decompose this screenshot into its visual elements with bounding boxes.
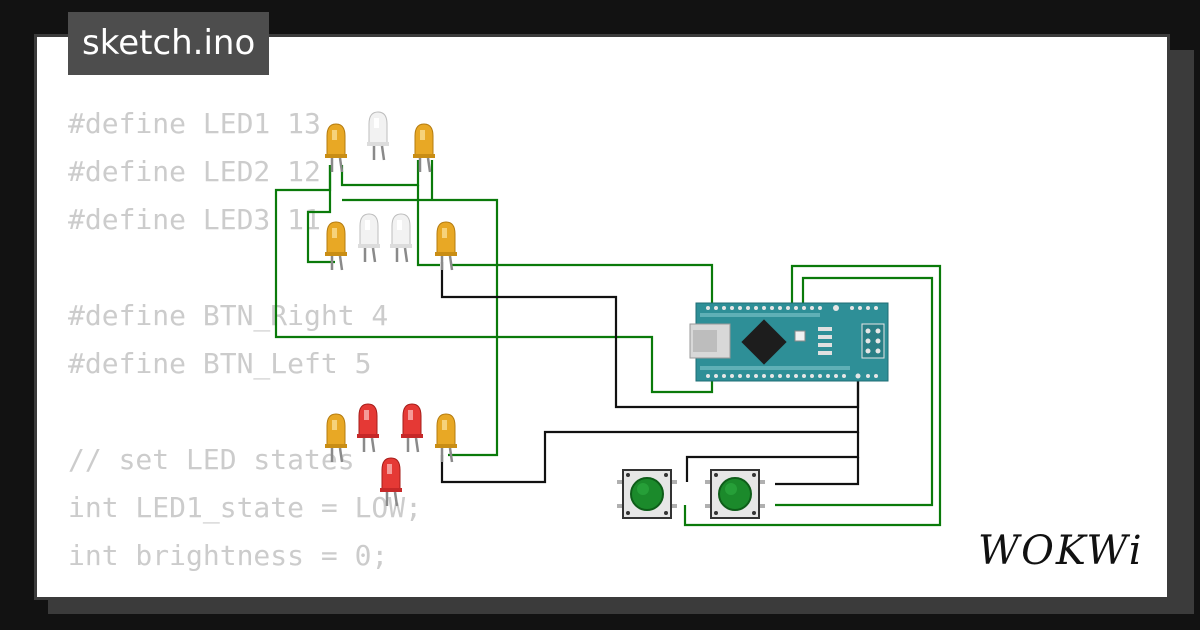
led-white[interactable] bbox=[388, 212, 414, 264]
code-line: // set LED states bbox=[68, 443, 355, 476]
code-line: int brightness = 0; bbox=[68, 539, 389, 572]
pushbutton-left[interactable] bbox=[616, 469, 678, 519]
code-line: #define LED1 13 bbox=[68, 107, 321, 140]
led-yellow[interactable] bbox=[433, 220, 459, 272]
led-white[interactable] bbox=[365, 110, 391, 162]
led-yellow[interactable] bbox=[323, 122, 349, 174]
code-line: #define BTN_Left 5 bbox=[68, 347, 372, 380]
code-line: int LED1_state = LOW; bbox=[68, 491, 423, 524]
code-line: #define BTN_Right 4 bbox=[68, 299, 389, 332]
code-line: #define LED2 12 bbox=[68, 155, 321, 188]
signal-wires bbox=[274, 160, 942, 527]
canvas-card bbox=[34, 34, 1170, 600]
ground-wires bbox=[440, 262, 860, 486]
led-red[interactable] bbox=[355, 402, 381, 454]
led-white[interactable] bbox=[356, 212, 382, 264]
code-line: #define LED3 11 bbox=[68, 203, 321, 236]
led-yellow[interactable] bbox=[323, 412, 349, 464]
pushbutton-right[interactable] bbox=[704, 469, 766, 519]
led-red[interactable] bbox=[399, 402, 425, 454]
led-red[interactable] bbox=[378, 456, 404, 508]
arduino-nano-board[interactable] bbox=[689, 302, 889, 382]
wokwi-logo[interactable]: WOKWi bbox=[978, 528, 1144, 574]
file-tab[interactable]: sketch.ino bbox=[68, 12, 270, 75]
